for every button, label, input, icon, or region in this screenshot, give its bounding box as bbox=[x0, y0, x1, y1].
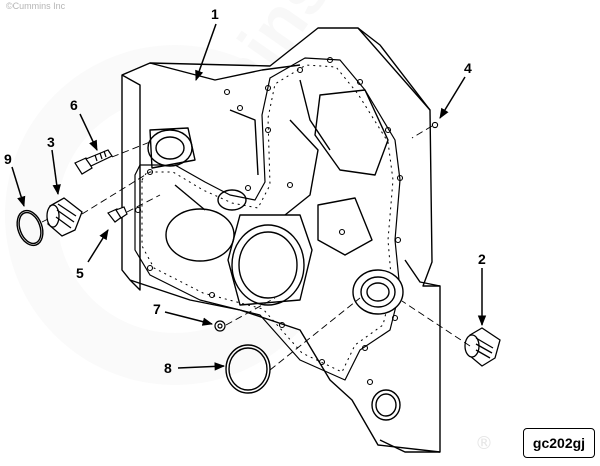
o-ring-bottom bbox=[225, 344, 271, 394]
bushing-left bbox=[46, 197, 83, 237]
callout-leaders bbox=[11, 23, 487, 371]
callout-label-1: 1 bbox=[211, 6, 219, 22]
callout-label-8: 8 bbox=[164, 360, 172, 376]
leader-6 bbox=[79, 113, 98, 151]
registered-mark: ® bbox=[475, 433, 493, 454]
dowel-pin bbox=[431, 121, 439, 129]
callout-label-7: 7 bbox=[153, 301, 161, 317]
leader-8 bbox=[177, 362, 226, 371]
callout-label-4: 4 bbox=[464, 60, 472, 76]
leader-9 bbox=[11, 166, 26, 208]
callout-label-3: 3 bbox=[47, 134, 55, 150]
gear-housing bbox=[121, 27, 441, 453]
leader-1 bbox=[195, 23, 217, 81]
callout-label-9: 9 bbox=[4, 151, 12, 167]
copyright-notice: ©Cummins Inc bbox=[6, 1, 66, 11]
callout-label-6: 6 bbox=[70, 97, 78, 113]
small-washer bbox=[214, 320, 226, 332]
leader-4 bbox=[439, 76, 466, 119]
o-ring-left bbox=[16, 209, 44, 247]
pipe-plug bbox=[107, 206, 128, 223]
cap-screw bbox=[74, 149, 113, 175]
leader-7 bbox=[164, 311, 214, 326]
leader-5 bbox=[87, 229, 109, 263]
callout-label-2: 2 bbox=[478, 251, 486, 267]
assembly-centerlines bbox=[41, 125, 471, 371]
seal-bushing-right bbox=[464, 327, 501, 367]
drawing-code-tag: gc202gj bbox=[523, 428, 595, 458]
callout-label-5: 5 bbox=[76, 265, 84, 281]
leader-3 bbox=[51, 149, 61, 196]
callout-labels: 1 2 3 4 5 6 7 8 9 bbox=[4, 6, 486, 376]
